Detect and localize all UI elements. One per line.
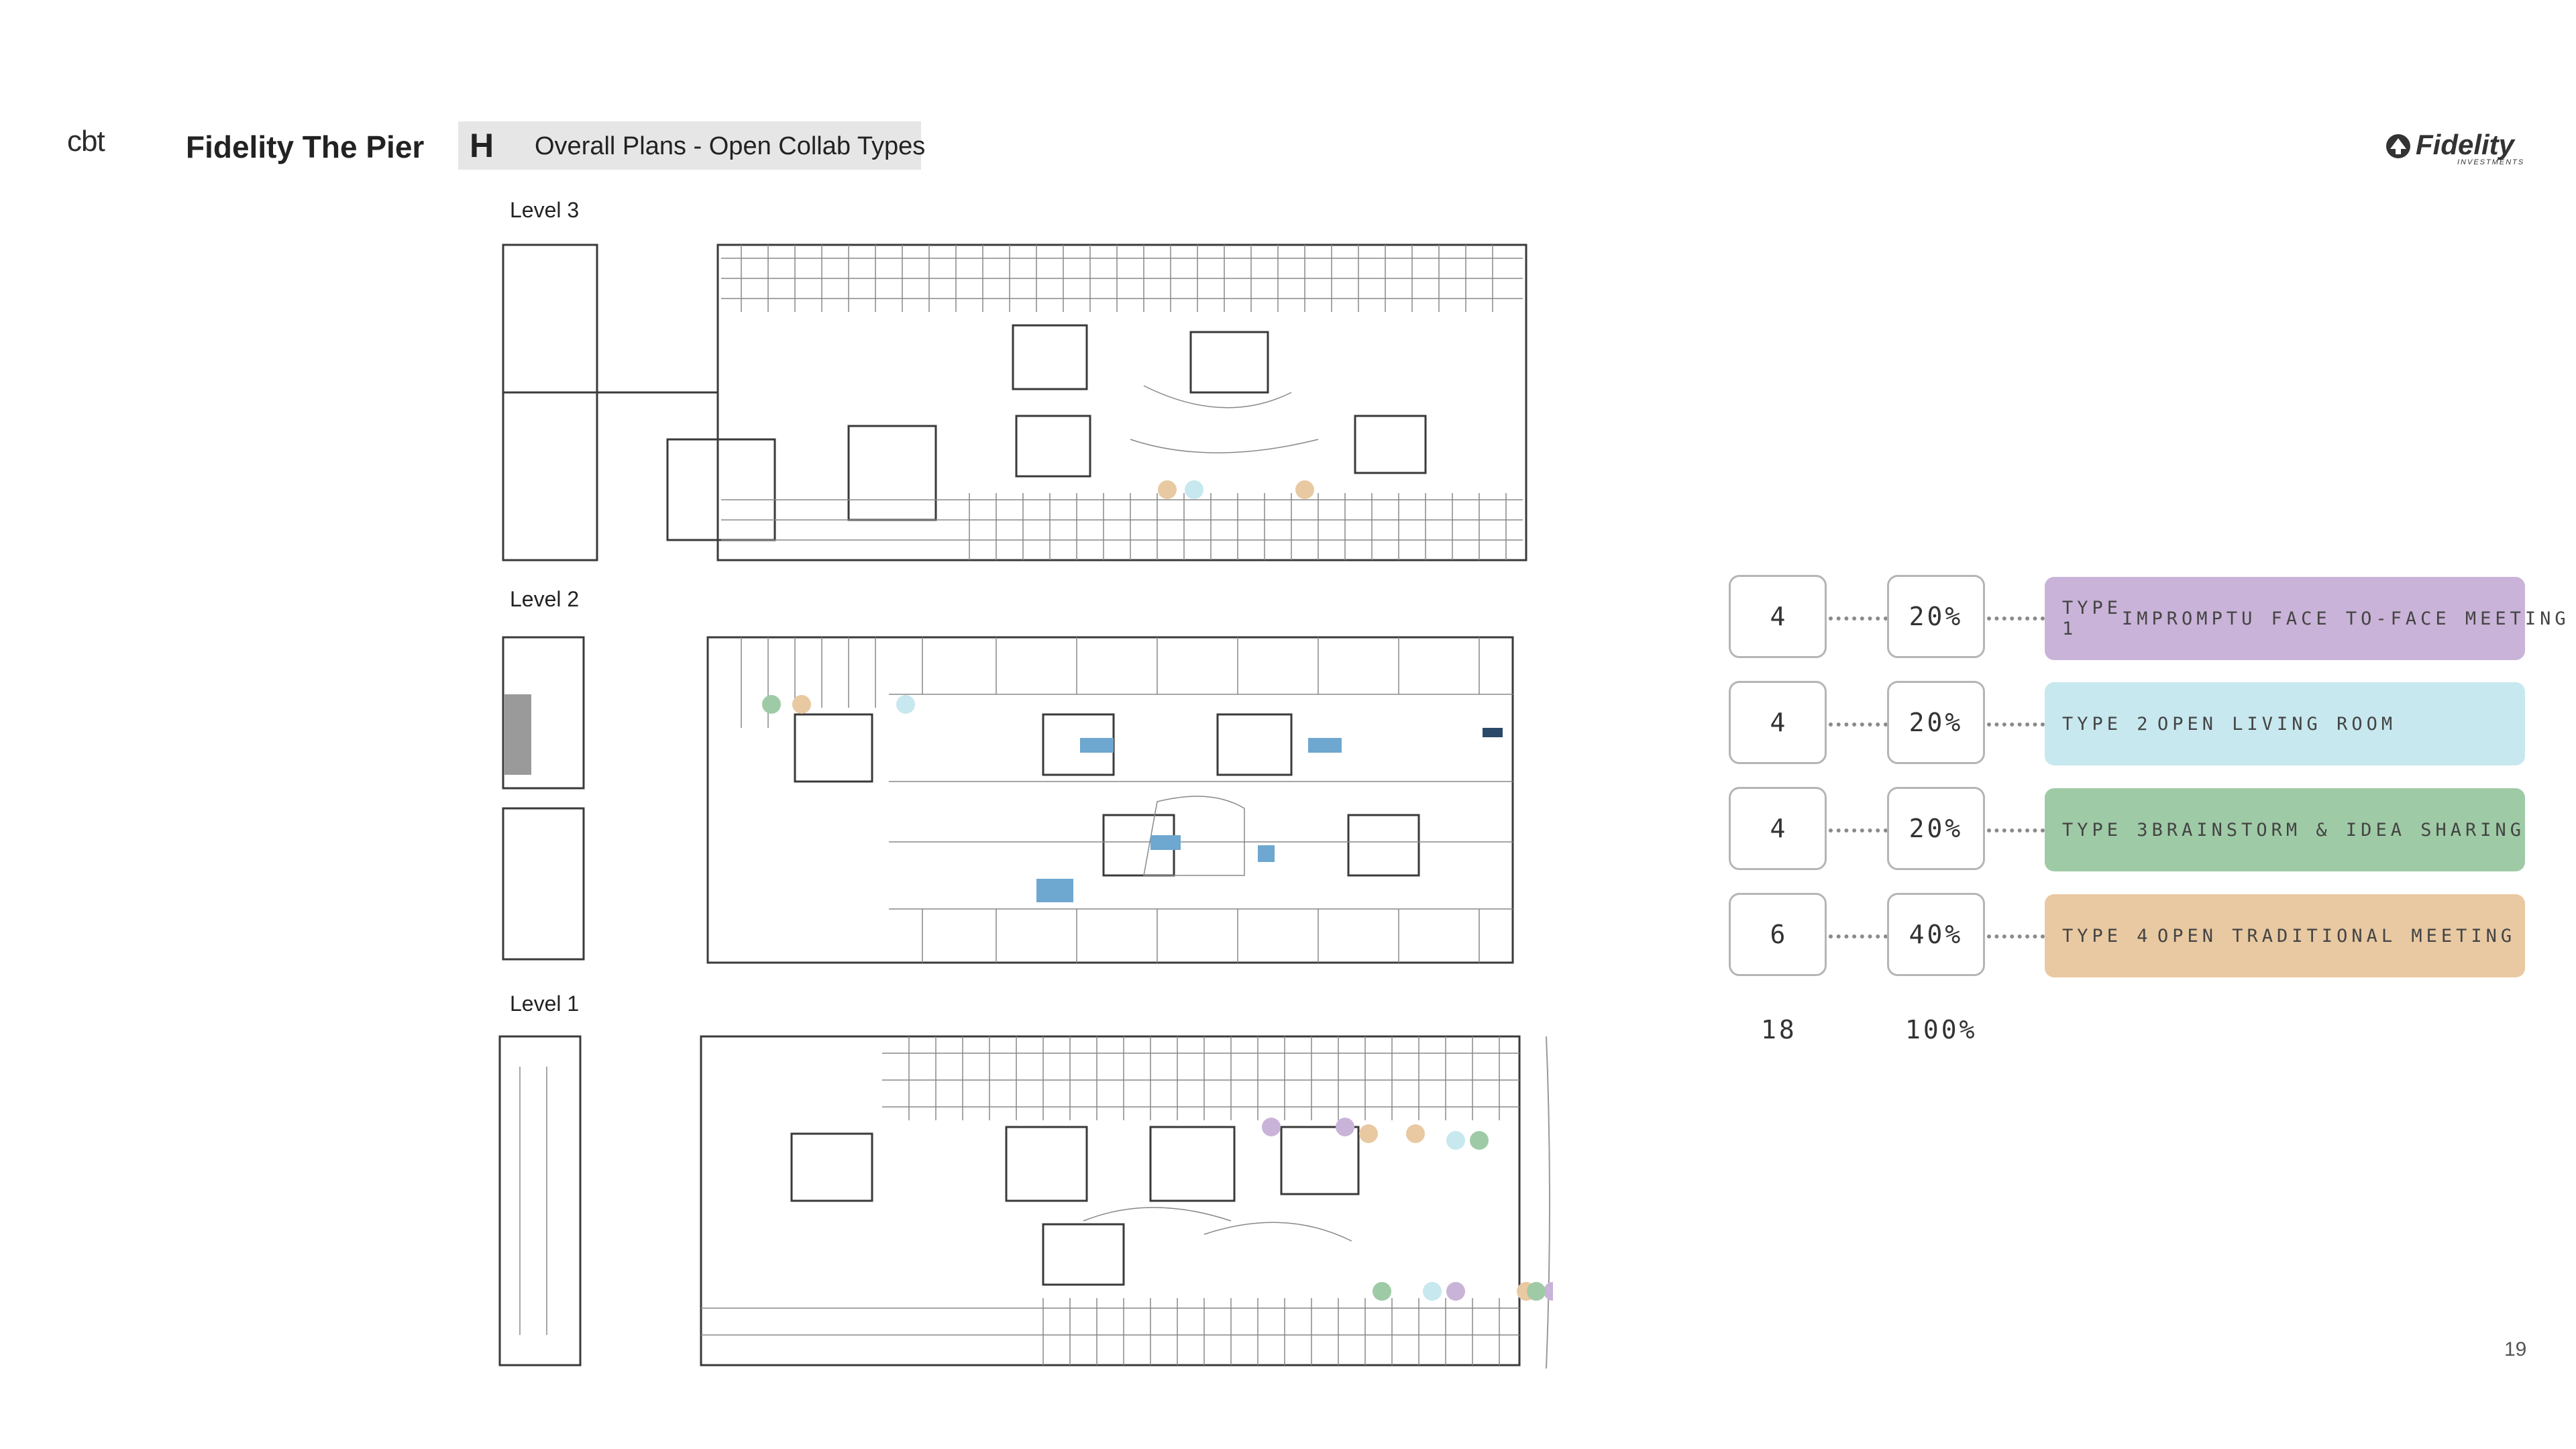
type-1-label: TYPE 1: [2062, 598, 2123, 639]
type-2-name: OPEN LIVING ROOM: [2157, 713, 2397, 735]
type-2-count: 4: [1729, 681, 1827, 764]
company-logo: cbt: [67, 125, 105, 158]
level-2-floor-plan: [502, 636, 1514, 964]
type-4-count: 6: [1729, 893, 1827, 976]
type-3-name: BRAINSTORM & IDEA SHARING: [2151, 819, 2525, 841]
level-2-label: Level 2: [510, 587, 580, 611]
type-2-connector: [1829, 722, 1888, 727]
type-3-connector: [1829, 828, 1888, 833]
type-1-percent: 20%: [1887, 575, 1985, 658]
section-title: Overall Plans - Open Collab Types: [535, 132, 926, 160]
type-4-percent: 40%: [1887, 893, 1985, 976]
level-1-label: Level 1: [510, 991, 580, 1016]
type-2-percent: 20%: [1887, 681, 1985, 764]
type-2-label: TYPE 2: [2062, 713, 2152, 735]
type-1-connector-2: [1987, 616, 2045, 621]
type-1-connector: [1829, 616, 1888, 621]
type-4-connector: [1829, 934, 1888, 938]
type-4-name: OPEN TRADITIONAL MEETING: [2157, 925, 2516, 947]
type-3-label: TYPE 3: [2062, 819, 2152, 841]
project-title: Fidelity The Pier: [186, 129, 425, 164]
type-3-connector-2: [1987, 828, 2045, 833]
level-1-floor-plan: [498, 1035, 1553, 1369]
type-4-legend-bar: TYPE 4 OPEN TRADITIONAL MEETING: [2045, 894, 2525, 977]
total-percent: 100%: [1905, 1015, 1978, 1044]
level-3-label: Level 3: [510, 198, 580, 222]
section-banner: [458, 121, 921, 170]
brand-mark-icon: [2386, 134, 2410, 158]
section-letter: H: [470, 127, 494, 164]
type-1-legend-bar: TYPE 1 IMPROMPTU FACE TO-FACE MEETING: [2045, 577, 2566, 660]
level-3-floor-plan: [502, 244, 1527, 561]
type-3-count: 4: [1729, 787, 1827, 870]
type-1-count: 4: [1729, 575, 1827, 658]
brand-subtitle: INVESTMENTS: [2457, 158, 2525, 166]
type-2-legend-bar: TYPE 2 OPEN LIVING ROOM: [2045, 682, 2525, 765]
type-2-connector-2: [1987, 722, 2045, 727]
type-4-label: TYPE 4: [2062, 925, 2152, 947]
type-4-connector-2: [1987, 934, 2045, 938]
brand-name: Fidelity: [2416, 129, 2515, 160]
brand-logo: Fidelity INVESTMENTS: [2383, 129, 2524, 169]
type-3-percent: 20%: [1887, 787, 1985, 870]
type-3-legend-bar: TYPE 3 BRAINSTORM & IDEA SHARING: [2045, 788, 2525, 871]
type-1-name: IMPROMPTU FACE TO-FACE MEETING: [2122, 608, 2570, 629]
total-count: 18: [1761, 1015, 1797, 1044]
page-number: 19: [2504, 1338, 2527, 1360]
